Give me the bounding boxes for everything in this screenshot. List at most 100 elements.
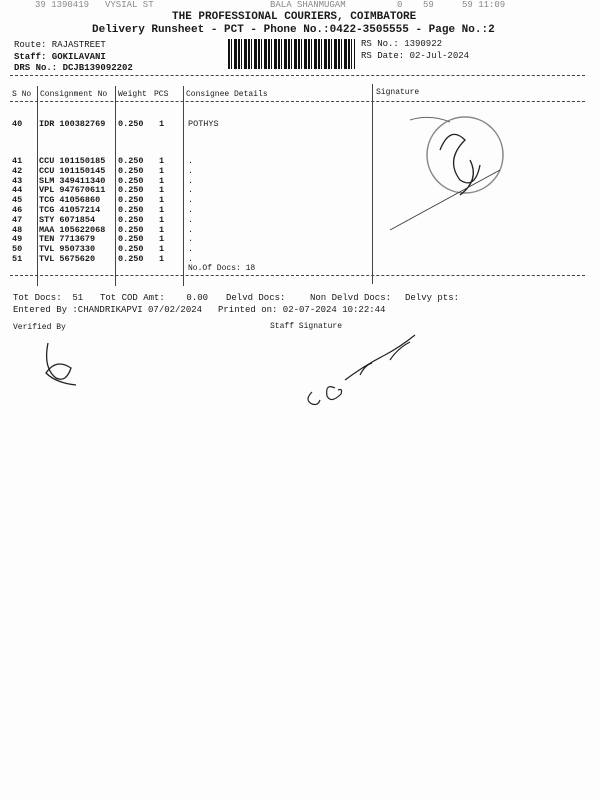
round-stamp-icon [426, 116, 504, 194]
non-delvd-docs: Non Delvd Docs: [310, 293, 392, 303]
table-row: 49 TEN 7713679 0.250 1. [0, 234, 380, 244]
cell-d: POTHYS [188, 119, 219, 129]
stamp-time: 59 11:09 [462, 0, 506, 10]
column-line [183, 86, 184, 286]
entered-by: Entered By :CHANDRIKAPVI 07/02/2024 [13, 305, 203, 315]
stamp-n2: 59 [423, 0, 434, 10]
cell-p: 1 [159, 234, 165, 245]
cell-sno: 43 [12, 175, 23, 186]
cell-cn: VPL 947670611 [39, 185, 106, 196]
cell-sno: 44 [12, 185, 23, 196]
cell-w: 0.250 [118, 244, 144, 255]
signature-stroke [389, 169, 501, 231]
header-sno: S No [12, 90, 32, 99]
cell-cn: SLM 349411340 [39, 175, 106, 186]
cell-d: . [188, 185, 194, 196]
verifier-signature [45, 342, 77, 386]
cell-sno: 45 [12, 195, 23, 206]
stamp-name: BALA SHANMUGAM [270, 0, 346, 10]
cell-d: . [188, 195, 194, 206]
cell-p: 1 [159, 214, 165, 225]
route: Route: RAJASTREET [14, 40, 106, 50]
cell-d: . [188, 224, 194, 235]
rs-number: RS No.: 1390922 [361, 39, 443, 49]
cell-w: 0.250 [118, 205, 144, 215]
cell-sno: 46 [12, 205, 23, 215]
divider [10, 275, 585, 276]
cell-w: 0.250 [118, 224, 144, 235]
cell-w: 0.250 [118, 185, 144, 196]
cell-cn: CCU 101150145 [39, 165, 106, 176]
cell-sno: 51 [12, 254, 23, 264]
divider [10, 101, 585, 102]
delvd-docs: Delvd Docs: [226, 293, 286, 303]
cell-cn: TCG 41057214 [39, 205, 101, 215]
cell-sno: 47 [12, 214, 23, 225]
cell-d: . [188, 234, 194, 245]
tot-docs: Tot Docs: 51 [13, 293, 84, 303]
no-of-docs: No.Of Docs: 18 [188, 264, 256, 273]
cell-cn: MAA 105622068 [39, 224, 106, 235]
header-consignment: Consignment No [40, 90, 108, 99]
cell-w: 0.250 [118, 175, 144, 186]
delvy-pts: Delvy pts: [405, 293, 460, 303]
cell-sno: 50 [12, 244, 23, 255]
stamp-n1: 0 [397, 0, 403, 10]
cell-w: 0.250 [118, 156, 144, 166]
cell-sno: 49 [12, 234, 23, 245]
cell-sno: 40 [12, 119, 23, 129]
header-pcs: PCS [154, 90, 169, 99]
table-row: 42 CCU 101150145 0.250 1. [0, 166, 380, 176]
cell-p: 1 [159, 224, 165, 235]
cell-d: . [188, 244, 194, 255]
stamp-left: 39 1390419 [35, 0, 90, 10]
cell-p: 1 [159, 175, 165, 186]
column-line [372, 84, 373, 284]
cell-p: 1 [159, 156, 165, 166]
cell-cn: TVL 5675620 [39, 254, 96, 264]
header-signature: Signature [376, 88, 420, 97]
stamp-street: VYSIAL ST [105, 0, 154, 10]
cell-sno: 41 [12, 156, 23, 166]
staff: Staff: GOKILAVANI [14, 52, 106, 62]
cell-sno: 48 [12, 224, 23, 235]
cell-d: . [188, 165, 194, 176]
signature-mark [409, 116, 451, 123]
verified-by: Verified By [13, 323, 66, 332]
drs-number: DRS No.: DCJB139092202 [14, 63, 133, 73]
column-line [115, 86, 116, 286]
cell-cn: STY 6071854 [39, 214, 96, 225]
header-details: Consignee Details [186, 90, 268, 99]
company-stamp-and-signature [389, 116, 504, 231]
cell-d: . [188, 205, 194, 215]
cell-p: 1 [159, 165, 165, 176]
cell-w: 0.250 [118, 195, 144, 206]
cell-w: 0.250 [118, 119, 144, 129]
cell-cn: IDR 100382769 [39, 119, 106, 129]
cell-p: 1 [159, 195, 165, 206]
cell-p: 1 [159, 185, 165, 196]
table-row: 48 MAA 105622068 0.250 1. [0, 225, 380, 235]
header-weight: Weight [118, 90, 147, 99]
cell-p: 1 [159, 119, 165, 129]
rs-date: RS Date: 02-Jul-2024 [361, 51, 470, 61]
divider [10, 75, 585, 76]
cell-p: 1 [159, 254, 165, 264]
cell-w: 0.250 [118, 234, 144, 245]
staff-handwritten-signature [307, 334, 416, 406]
cell-cn: TCG 41056860 [39, 195, 101, 206]
cell-cn: TEN 7713679 [39, 234, 96, 245]
cell-d: . [188, 254, 194, 264]
cell-cn: TVL 9507330 [39, 244, 96, 255]
delivery-signature [439, 133, 481, 196]
cell-w: 0.250 [118, 165, 144, 176]
cell-sno: 42 [12, 165, 23, 176]
table-row: 44 VPL 947670611 0.250 1. [0, 185, 380, 195]
cell-d: . [188, 156, 194, 166]
